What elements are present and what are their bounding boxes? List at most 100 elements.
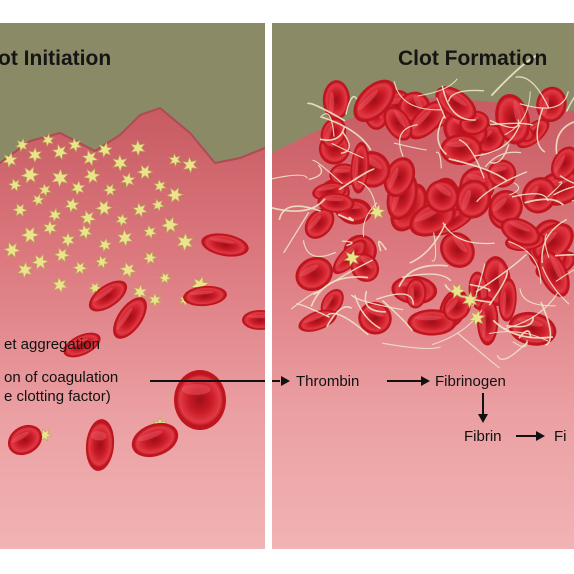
caption-clotting-factor: e clotting factor) (4, 388, 111, 405)
clot-platelets (343, 203, 486, 327)
fibrin-strand (325, 312, 369, 336)
platelet (2, 151, 18, 169)
platelet (115, 212, 129, 228)
fibrin-strand (278, 205, 321, 221)
platelet (132, 202, 148, 218)
fibrin-strand (492, 319, 554, 339)
platelet (7, 178, 23, 192)
red-blood-cell (455, 179, 492, 219)
red-blood-cell (500, 217, 541, 246)
panel-clot-formation: Clot Formation Thrombin Fibrinogen Fibri… (272, 23, 574, 549)
red-blood-cell (174, 370, 226, 430)
fibrin-strand (311, 159, 343, 185)
red-blood-cell (7, 424, 43, 456)
caption-coagulation: on of coagulation (4, 369, 119, 386)
illustration-clot-formation (272, 23, 574, 549)
platelet (27, 146, 43, 164)
fibrin-strand (502, 291, 559, 330)
fibrin-strand (302, 240, 337, 258)
title-clot-initiation: ot Initiation (0, 47, 112, 70)
fibrin-strand (476, 171, 528, 203)
platelet (462, 291, 478, 309)
platelet (79, 209, 97, 227)
fibrin-strand (381, 300, 414, 332)
fibrin-strand (308, 164, 323, 181)
red-blood-cell (317, 192, 355, 213)
red-blood-cell (495, 93, 531, 145)
fibrin-strand (437, 115, 448, 156)
platelet (368, 203, 386, 221)
fibrin-strand (473, 124, 521, 157)
platelet (119, 261, 137, 279)
platelet (53, 247, 71, 263)
fibrin-strand (377, 240, 387, 252)
fibrin-strand (320, 115, 372, 151)
platelet (168, 152, 182, 168)
red-blood-cell (488, 190, 523, 224)
platelet (176, 232, 194, 252)
label-fibrinogen: Fibrinogen (435, 373, 506, 390)
platelet (70, 179, 86, 197)
red-blood-cell (383, 106, 413, 141)
platelet (160, 216, 180, 234)
red-blood-cell (85, 419, 115, 471)
platelet (343, 249, 361, 267)
platelet (153, 178, 167, 194)
red-blood-cell (295, 256, 333, 292)
red-blood-cell (407, 309, 457, 336)
platelet (151, 198, 165, 212)
fibrin-strand (393, 142, 428, 151)
red-blood-cell (550, 146, 574, 181)
platelet (102, 183, 118, 197)
fibrin-strand (489, 144, 510, 164)
fibrin-strand (431, 232, 437, 262)
fibrin-strand (447, 89, 485, 102)
fibrin-strand (508, 240, 542, 284)
platelet (182, 156, 198, 174)
red-blood-cell (521, 177, 557, 214)
arrowhead-fibrinogen (421, 376, 430, 386)
platelet (116, 228, 134, 248)
red-blood-cell (322, 80, 350, 120)
fibrin-strand (490, 54, 539, 97)
platelet (166, 187, 184, 203)
platelet (468, 309, 486, 327)
red-blood-cell (358, 301, 392, 335)
platelet (42, 219, 58, 237)
red-blood-cell (425, 179, 459, 214)
label-fibrin-polymer: Fi (554, 428, 567, 445)
fibrin-strand (296, 302, 330, 318)
panel-clot-initiation: ot Initiation et aggregation on of coagu… (0, 23, 265, 549)
platelet (20, 166, 40, 184)
platelet (30, 253, 50, 271)
label-thrombin: Thrombin (296, 373, 360, 390)
red-blood-cell (383, 157, 416, 198)
fibrin-strand (338, 168, 376, 191)
red-blood-cell (537, 249, 570, 297)
fibrin-strand (417, 78, 458, 97)
platelet-cluster (2, 132, 210, 452)
red-blood-cell (435, 86, 477, 122)
fibrin-strand (489, 119, 520, 129)
fibrin-strand (511, 192, 549, 202)
platelet (47, 207, 63, 223)
red-blood-cell (63, 332, 101, 358)
platelet (158, 271, 172, 285)
fibrin-strand (376, 293, 415, 305)
fibrin-strand (319, 126, 346, 141)
platelet (120, 171, 136, 189)
fibrin-strand (512, 339, 528, 348)
flow-arrows (272, 376, 545, 441)
platelet (51, 143, 69, 161)
platelet (97, 237, 113, 253)
fibrin-strand (340, 131, 351, 154)
fibrin-strand (393, 81, 442, 111)
fibrin-strand (469, 283, 491, 292)
red-blood-cell (498, 277, 517, 322)
red-blood-cell (440, 133, 483, 166)
platelet (97, 141, 113, 159)
fibrin-strand (540, 301, 552, 346)
fibrin-strand (442, 222, 495, 245)
fibrin-strand (458, 139, 485, 179)
